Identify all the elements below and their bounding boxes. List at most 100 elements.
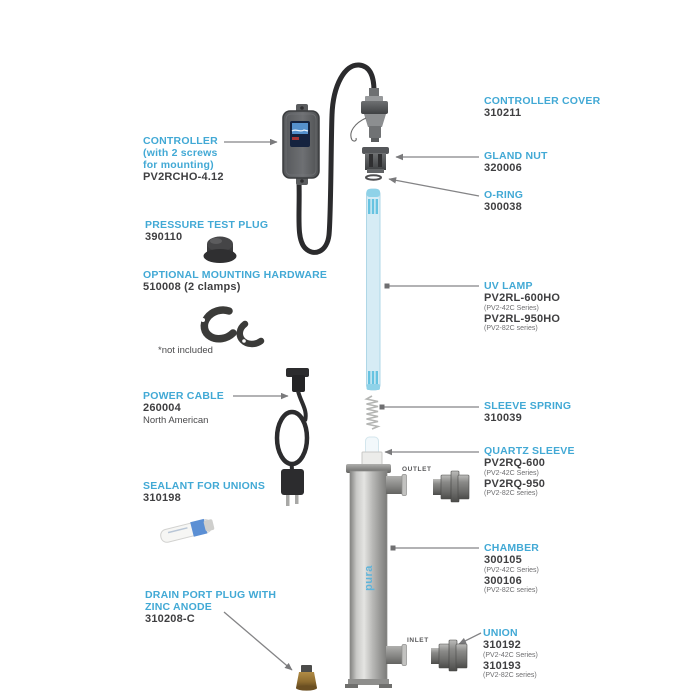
drain-plug-base: [296, 685, 317, 691]
controller-body-highlight: [285, 113, 317, 176]
controller-tab-hole-bottom: [300, 179, 304, 183]
connector-taper: [364, 114, 386, 127]
uv-lamp-bottom-cap: [366, 384, 380, 390]
uv-lamp-part: [366, 188, 381, 391]
outlet-label: OUTLET: [402, 466, 432, 473]
callout-part-number: 310211: [484, 107, 522, 119]
callout-subtitle: (with 2 screws: [143, 147, 218, 159]
gland-nut-part: [362, 147, 389, 173]
chamber-outlet-face: [401, 474, 407, 496]
callout-part-number: 300106: [484, 574, 522, 587]
connector-neck: [369, 88, 379, 97]
callout-part-number: PV2RL-600HO: [484, 292, 561, 304]
callout-series: (PV2-42C Series): [484, 304, 539, 312]
power-cable-cord-upper: [296, 390, 308, 422]
callout-chamber: CHAMBER 300105 (PV2-42C Series) 300106 (…: [484, 542, 539, 595]
callout-title: GLAND NUT: [484, 150, 548, 162]
sealant-tube-text-line: [167, 527, 188, 534]
sealant-tube-part: [160, 518, 215, 543]
power-cable-part: [274, 368, 310, 506]
uv-lamp-tube: [366, 188, 381, 391]
controller-unit: [282, 62, 377, 255]
power-plug-prong-right: [295, 495, 299, 504]
callout-title: CHAMBER: [484, 542, 540, 554]
union-bottom-left-hub: [431, 648, 440, 664]
callout-part-number: PV2RCHO-4.12: [143, 171, 224, 183]
union-top-right-hex: [457, 474, 470, 500]
chamber-body: [349, 470, 388, 682]
mounting-clamps-part: [200, 306, 265, 348]
callout-part-number: 310192: [483, 639, 521, 651]
chamber-foot-left: [345, 684, 358, 688]
pressure-plug-flange: [203, 249, 237, 263]
sealant-tube-cap: [203, 519, 215, 532]
callout-title: OPTIONAL MOUNTING HARDWARE: [143, 269, 328, 281]
callout-part-number: 310193: [483, 659, 521, 672]
union-fitting-top: [433, 470, 470, 503]
drain-plug-leader-line: [223, 611, 293, 671]
callout-union: UNION 310192 (PV2-42C Series) 310193 (PV…: [483, 627, 538, 680]
power-cable-lamp-connector: [286, 368, 309, 377]
callout-drain-plug: DRAIN PORT PLUG WITH ZINC ANODE 310208-C: [145, 589, 276, 626]
pressure-test-plug-part: [203, 236, 237, 263]
connector-lower-tube: [369, 126, 381, 138]
drain-plug-body: [296, 672, 317, 688]
callout-part-number: 320006: [484, 162, 522, 174]
power-cable-connector-body: [292, 375, 305, 392]
gland-nut-slot-left: [369, 154, 373, 167]
union-fitting-bottom: [431, 639, 468, 672]
controller-screen-wave: [291, 129, 309, 132]
union-leader-line: [458, 632, 482, 645]
callout-pressure-test-plug: PRESSURE TEST PLUG 390110: [145, 219, 268, 244]
callout-part-number: 260004: [143, 402, 181, 414]
callout-controller-cover: CONTROLLER COVER 310211: [484, 95, 600, 120]
drain-port-plug-part: [296, 665, 317, 691]
uv-lamp-bottom-electrode: [368, 371, 378, 385]
callout-part-number: PV2RQ-950: [484, 477, 546, 490]
controller-cover-connector: [350, 88, 388, 142]
sleeve-spring-part: [364, 395, 381, 430]
connector-collar: [365, 96, 383, 102]
callout-title: SEALANT FOR UNIONS: [143, 480, 266, 492]
callout-title: QUARTZ SLEEVE: [484, 445, 575, 457]
chamber-outlet-port: [386, 476, 404, 494]
o-ring-leader-line: [388, 177, 480, 197]
controller-screen-indicator: [292, 137, 299, 140]
leader-lines: [223, 138, 482, 671]
union-top-left-hex: [440, 474, 453, 500]
callout-title: O-RING: [484, 189, 524, 201]
callout-part-number: PV2RQ-600: [484, 457, 546, 469]
callout-series: (PV2-82C series): [484, 490, 538, 497]
callout-part-number: 310039: [484, 412, 522, 424]
callout-part-number: PV2RL-950HO: [484, 312, 561, 325]
chamber-brand-logo: pura: [363, 565, 375, 591]
clamp-right-hole: [242, 339, 246, 343]
connector-wire: [350, 117, 367, 142]
callout-uv-lamp: UV LAMP PV2RL-600HO (PV2-42C Series) PV2…: [484, 280, 560, 333]
chamber-inlet-face: [401, 644, 407, 666]
connector-upper-body: [361, 101, 388, 114]
callout-part-number: 300105: [484, 554, 522, 566]
callout-title: UNION: [483, 627, 518, 639]
callout-series: (PV2-42C Series): [483, 651, 538, 659]
power-plug-prong-left: [286, 495, 290, 506]
controller-screen-graphic: [292, 123, 308, 134]
callout-mounting-hardware: OPTIONAL MOUNTING HARDWARE 510008 (2 cla…: [143, 269, 327, 294]
callout-title: PRESSURE TEST PLUG: [145, 219, 269, 231]
chamber-base: [348, 679, 389, 685]
callout-series: (PV2-82C series): [484, 325, 538, 332]
union-bottom-right-hex: [455, 643, 468, 669]
gland-nut-slot-right: [378, 154, 382, 167]
callout-series: (PV2-82C series): [484, 587, 538, 594]
callout-part-number: 310208-C: [145, 613, 195, 625]
callout-sleeve-spring: SLEEVE SPRING 310039: [484, 400, 571, 425]
power-cable-cord-lower: [289, 462, 294, 471]
clamp-left: [200, 306, 237, 343]
clamp-left-hole: [201, 318, 205, 322]
inlet-label: INLET: [407, 637, 429, 644]
gland-nut-base: [367, 169, 384, 173]
gland-nut-flange: [362, 147, 389, 154]
union-bottom-left-hex: [438, 643, 451, 669]
